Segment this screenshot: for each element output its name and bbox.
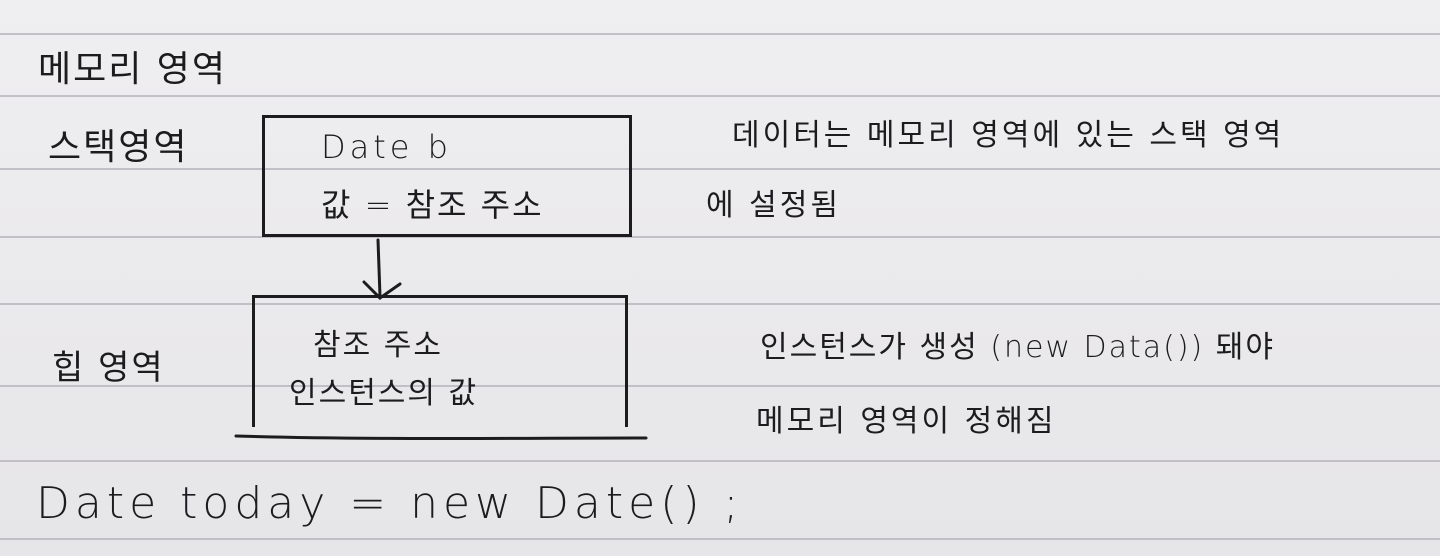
ruled-line xyxy=(0,33,1440,35)
down-arrow-icon xyxy=(362,238,402,300)
heap-box-reference: 참조 주소 xyxy=(313,328,443,363)
stack-note-line-2: 에 설정됨 xyxy=(706,188,841,223)
stack-box-value: 값 = 참조 주소 xyxy=(321,186,544,224)
heap-note-line-1: 인스턴스가 생성 (new Data()) 돼야 xyxy=(760,330,1275,365)
ruled-line xyxy=(0,538,1440,540)
ruled-line xyxy=(0,460,1440,462)
heap-note-line-2: 메모리 영역이 정해짐 xyxy=(756,404,1057,439)
ruled-line xyxy=(0,168,1440,170)
heap-underline xyxy=(234,434,648,440)
ruled-line xyxy=(0,236,1440,238)
stack-area-label: 스택영역 xyxy=(48,127,189,168)
heap-area-label: 힙 영역 xyxy=(52,348,165,388)
heap-box-instance-value: 인스턴스의 값 xyxy=(289,376,479,411)
stack-box-type: Date b xyxy=(321,128,452,166)
heap-box: 참조 주소 인스턴스의 값 xyxy=(252,295,628,427)
stack-note-line-1: 데이터는 메모리 영역에 있는 스택 영역 xyxy=(732,118,1285,153)
page-title: 메모리 영역 xyxy=(38,49,228,90)
ruled-line xyxy=(0,95,1440,97)
ruled-line xyxy=(0,385,1440,387)
code-line: Date today = new Date() ; xyxy=(36,478,744,529)
stack-box: Date b 값 = 참조 주소 xyxy=(262,115,632,237)
ruled-line xyxy=(0,303,1440,305)
